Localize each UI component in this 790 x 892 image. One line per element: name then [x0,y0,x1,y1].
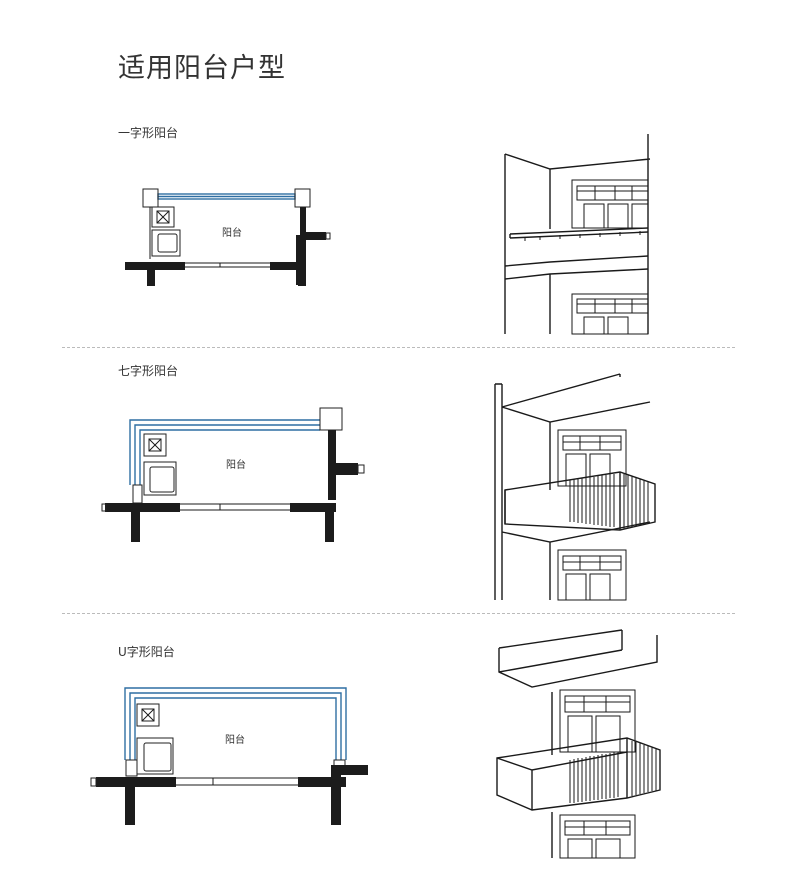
section-label-u-shape: U字形阳台 [118,645,175,659]
washing-machine-icon [136,703,160,727]
glass-frame [129,419,320,485]
room-label: 阳台 [225,733,245,746]
page-title: 适用阳台户型 [118,53,286,84]
sink-icon [143,461,177,496]
pillar-left [142,188,159,208]
pillar-right [294,188,311,208]
floorplan-u-shape-balcony: 阳台 [90,687,368,825]
section-divider [62,347,735,348]
elevation-u-shape-balcony [496,629,661,859]
floorplan-l-shape-balcony: 阳台 [101,407,365,542]
room-label: 阳台 [222,226,242,239]
washing-machine-icon [143,433,167,457]
floorplan-straight-balcony: 阳台 [125,188,331,286]
elevation-l-shape-balcony [494,373,656,601]
section-label-l-shape: 七字形阳台 [118,364,179,378]
glass-frame [124,687,347,760]
glass-frame [157,193,296,200]
washing-machine-icon [151,206,175,228]
room-label: 阳台 [226,458,246,471]
sink-icon [136,737,174,775]
sink-icon [151,229,181,257]
pillar-right [319,407,343,431]
elevation-straight-balcony [504,134,651,335]
section-divider [62,613,735,614]
section-label-straight: 一字形阳台 [118,126,179,140]
